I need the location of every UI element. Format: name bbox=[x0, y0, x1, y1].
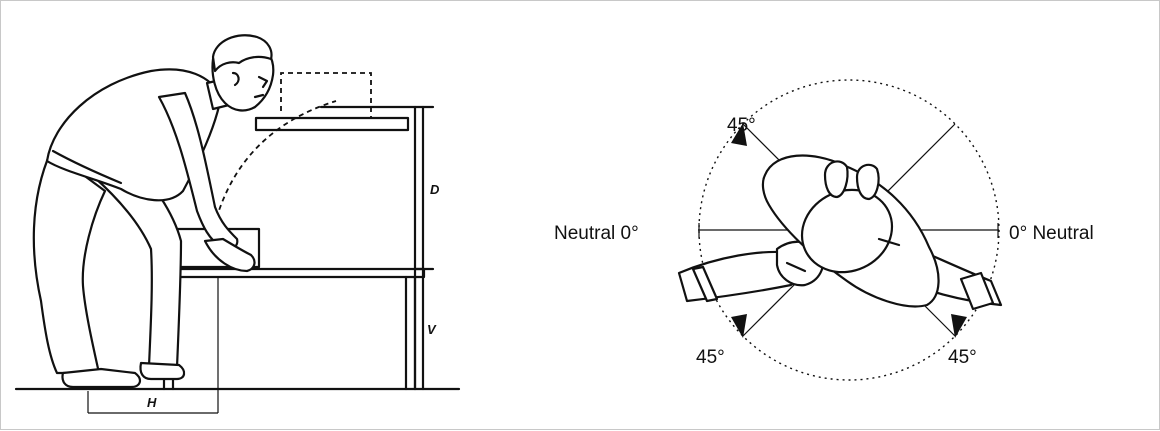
vertical-label: V bbox=[427, 322, 437, 337]
neutral-right-label: 0° Neutral bbox=[1009, 223, 1094, 244]
angle-bottom-right-label: 45° bbox=[948, 347, 977, 368]
angle-bottom-left-label: 45° bbox=[696, 347, 725, 368]
angle-range-circle bbox=[698, 79, 1000, 381]
angle-top-left-label: 45° bbox=[727, 115, 756, 136]
top-view-worker bbox=[677, 154, 1003, 311]
lift-path-arc bbox=[213, 100, 337, 228]
neutral-left-label: Neutral 0° bbox=[554, 223, 639, 244]
shelf bbox=[254, 116, 410, 132]
arrowhead-bottom-right bbox=[951, 314, 967, 338]
worker-figure bbox=[32, 34, 275, 389]
destination-outline bbox=[280, 72, 372, 118]
horizontal-label: H bbox=[147, 395, 157, 410]
horizontal-dimension bbox=[87, 277, 219, 414]
table bbox=[162, 267, 426, 391]
asymmetry-angle-diagram: Neutral 0° 0° Neutral 45° 45° 45° bbox=[554, 79, 1094, 381]
arrowhead-top-left bbox=[731, 123, 747, 146]
arrowhead-bottom-left bbox=[731, 314, 747, 338]
lifting-posture-diagram: D V H bbox=[14, 34, 461, 414]
depth-label: D bbox=[430, 182, 440, 197]
